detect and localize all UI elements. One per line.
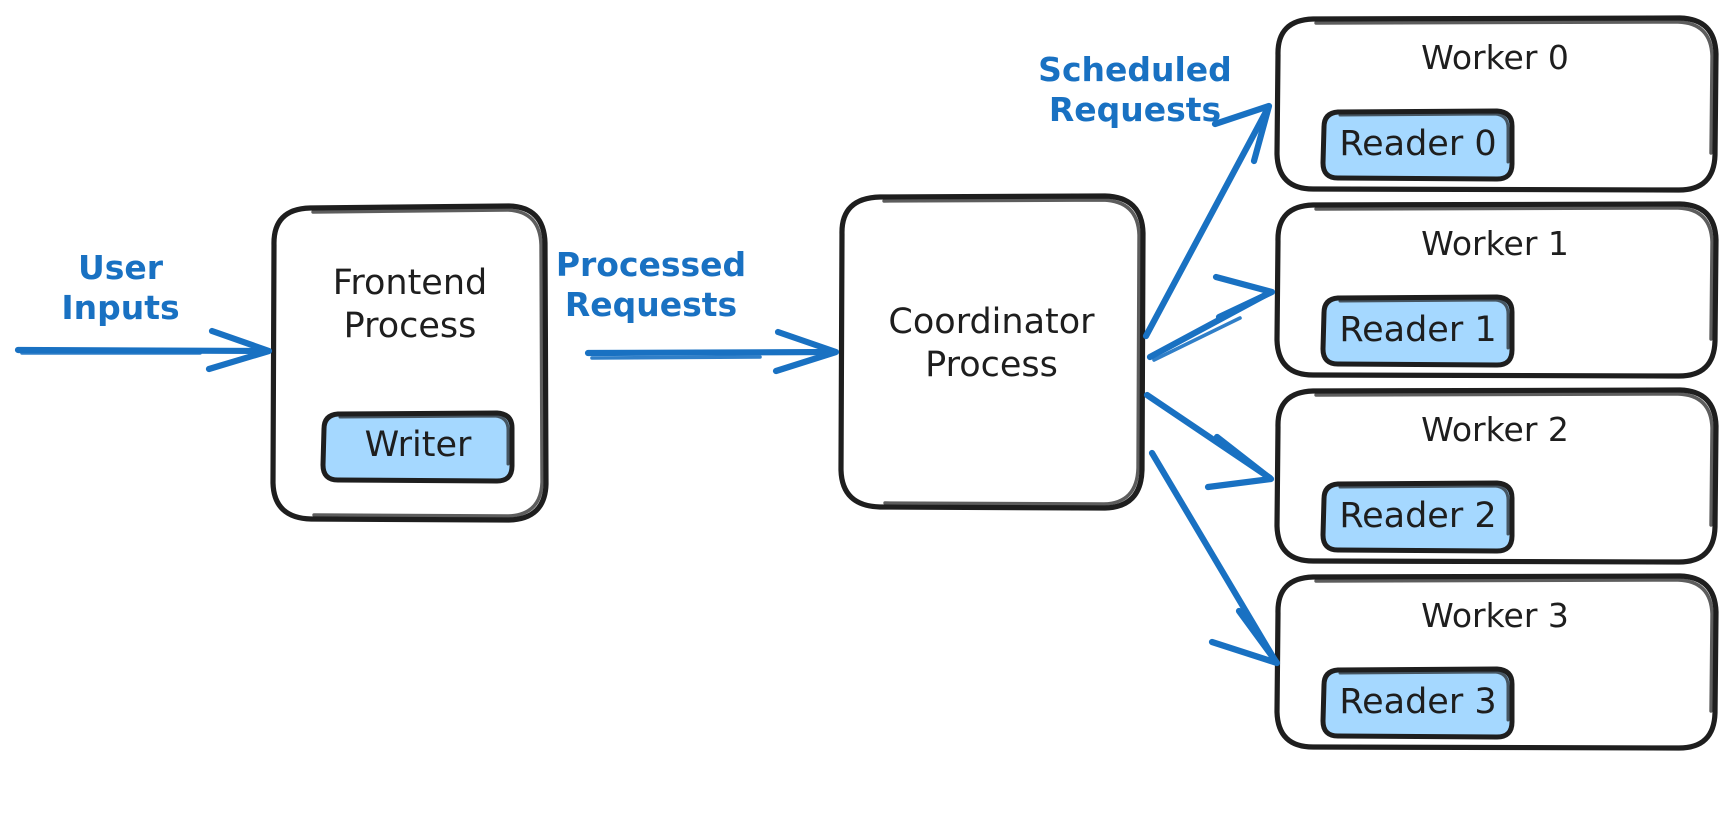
chip-reader-0[interactable] bbox=[1320, 108, 1515, 182]
node-worker-0[interactable] bbox=[1274, 15, 1719, 193]
arrow-processed-requests bbox=[584, 328, 840, 375]
node-coordinator-process[interactable] bbox=[838, 193, 1146, 511]
chip-writer[interactable] bbox=[320, 410, 515, 484]
node-worker-2[interactable] bbox=[1274, 387, 1719, 565]
arrow-user-inputs bbox=[14, 327, 273, 373]
arrow-to-worker-2 bbox=[1143, 391, 1275, 491]
arrow-to-worker-1 bbox=[1146, 273, 1276, 362]
chip-reader-2[interactable] bbox=[1320, 480, 1515, 554]
node-worker-3[interactable] bbox=[1274, 573, 1719, 751]
node-worker-1[interactable] bbox=[1274, 201, 1719, 379]
chip-reader-3[interactable] bbox=[1320, 666, 1515, 740]
arrow-to-worker-0 bbox=[1142, 102, 1273, 340]
node-frontend-process[interactable] bbox=[270, 203, 549, 523]
chip-reader-1[interactable] bbox=[1320, 294, 1515, 368]
arrow-to-worker-3 bbox=[1148, 449, 1281, 667]
